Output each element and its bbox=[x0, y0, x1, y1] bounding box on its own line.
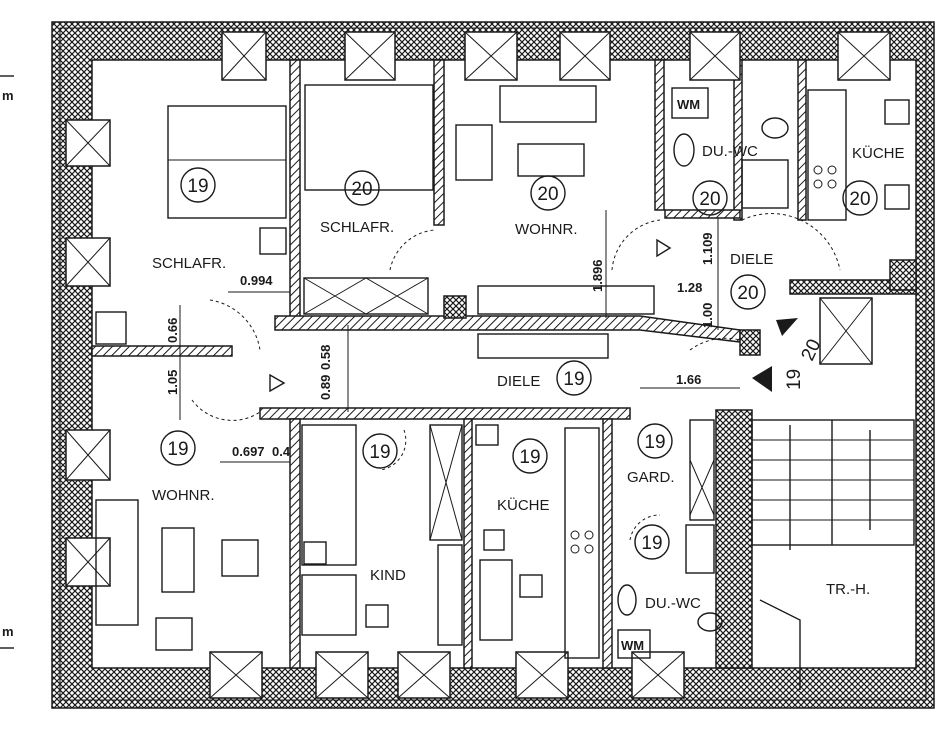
marker-diele-right: 20 bbox=[737, 283, 758, 304]
furniture: WM WM bbox=[95, 84, 910, 659]
windows bbox=[65, 31, 891, 699]
window bbox=[515, 651, 569, 699]
bed bbox=[304, 84, 434, 191]
marker-wohnr-bottom: 19 bbox=[167, 439, 188, 460]
dimension-0-697: 0.697 bbox=[232, 444, 265, 459]
dimension-1-66: 1.66 bbox=[676, 372, 701, 387]
entrance-markers: 20 19 bbox=[752, 318, 825, 392]
door-swings bbox=[191, 213, 841, 541]
window bbox=[65, 429, 111, 481]
entrance-arrow-icon bbox=[752, 366, 772, 392]
margin-mark-bottom: m bbox=[2, 624, 14, 639]
dimension-1-896: 1.896 bbox=[590, 259, 605, 292]
marker-kueche-bottom: 19 bbox=[519, 447, 540, 468]
sink bbox=[697, 612, 723, 632]
window bbox=[65, 237, 111, 287]
dimension-1-05: 1.05 bbox=[165, 370, 180, 395]
marker-kueche-top: 20 bbox=[849, 189, 870, 210]
armchair bbox=[455, 124, 493, 181]
shower bbox=[685, 524, 715, 574]
sofa bbox=[499, 85, 597, 123]
marker-schlafr-mid: 20 bbox=[351, 179, 372, 200]
room-label-wohnr-bottom: WOHNR. bbox=[152, 487, 215, 504]
room-label-schlafr-mid: SCHLAFR. bbox=[320, 219, 394, 236]
room-label-wohnr-top: WOHNR. bbox=[515, 221, 578, 238]
window bbox=[344, 31, 396, 81]
marker-wohnr-top: 20 bbox=[537, 184, 558, 205]
window bbox=[631, 651, 685, 699]
door-arrow-icon bbox=[269, 373, 286, 393]
marker-schlafr-left: 19 bbox=[187, 176, 208, 197]
entrance-arrow-icon bbox=[776, 318, 798, 336]
window bbox=[65, 119, 111, 167]
room-label-schlafr-left: SCHLAFR. bbox=[152, 255, 226, 272]
sink bbox=[761, 117, 789, 139]
window bbox=[559, 31, 611, 81]
dimension-0-4: 0.4 bbox=[272, 444, 291, 459]
room-label-diele-right: DIELE bbox=[730, 251, 773, 268]
dimension-1-28: 1.28 bbox=[677, 280, 702, 295]
window bbox=[221, 31, 267, 81]
window bbox=[65, 537, 111, 587]
dimension-0-66: 0.66 bbox=[165, 318, 180, 343]
toilet bbox=[617, 584, 637, 616]
shower bbox=[741, 159, 789, 209]
margin-marks: m m bbox=[0, 75, 14, 649]
window bbox=[209, 651, 263, 699]
dimension-0-89: 0.89 bbox=[318, 375, 333, 400]
room-label-du-wc-bottom: DU.-WC bbox=[645, 595, 701, 612]
marker-du-wc-top: 20 bbox=[699, 189, 720, 210]
bed bbox=[167, 105, 287, 219]
dimension-0-994: 0.994 bbox=[240, 273, 273, 288]
room-label-du-wc-top: DU.-WC bbox=[702, 143, 758, 160]
sofa bbox=[95, 499, 139, 626]
room-label-kind: KIND bbox=[370, 567, 406, 584]
window bbox=[837, 31, 891, 81]
wardrobe bbox=[429, 424, 463, 541]
toilet bbox=[673, 133, 695, 167]
table bbox=[161, 527, 195, 593]
dining-table bbox=[479, 559, 513, 641]
bed bbox=[301, 424, 357, 566]
window bbox=[315, 651, 369, 699]
room-label-kueche-bottom: KÜCHE bbox=[497, 496, 550, 514]
window bbox=[689, 31, 741, 81]
dimension-lines bbox=[179, 210, 740, 463]
marker-du-wc-bottom: 19 bbox=[641, 533, 662, 554]
staircase bbox=[751, 419, 915, 690]
dimensions: 0.994 0.66 0.58 0.89 1.05 0.697 0.4 1.89… bbox=[165, 232, 715, 459]
kitchen-counter bbox=[564, 427, 600, 659]
room-label-diele-center: DIELE bbox=[497, 373, 540, 390]
washing-machine-label: WM bbox=[621, 638, 644, 653]
dimension-0-58: 0.58 bbox=[318, 345, 333, 370]
interior-walls bbox=[91, 59, 917, 669]
window bbox=[397, 651, 451, 699]
room-label-gard: GARD. bbox=[627, 469, 675, 486]
room-markers: 19 20 20 20 20 20 19 19 19 19 19 19 bbox=[160, 167, 878, 560]
cabinet bbox=[477, 285, 655, 315]
wardrobe bbox=[303, 277, 429, 315]
table bbox=[517, 143, 585, 177]
kitchen-counter bbox=[807, 89, 847, 221]
door-arrow-icon bbox=[656, 238, 672, 258]
wardrobe bbox=[689, 419, 715, 521]
entrance-lower-label: 19 bbox=[784, 369, 805, 390]
marker-gard: 19 bbox=[644, 432, 665, 453]
dimension-1-00: 1.00 bbox=[700, 303, 715, 328]
room-label-treppenhaus: TR.-H. bbox=[826, 581, 870, 598]
window bbox=[464, 31, 518, 81]
marker-kind: 19 bbox=[369, 442, 390, 463]
room-label-kueche-top: KÜCHE bbox=[852, 144, 905, 162]
marker-diele-center: 19 bbox=[563, 369, 584, 390]
margin-mark-top: m bbox=[2, 88, 14, 103]
room-labels: SCHLAFR. SCHLAFR. WOHNR. DU.-WC KÜCHE DI… bbox=[152, 143, 905, 612]
dimension-1-109: 1.109 bbox=[700, 232, 715, 265]
window bbox=[819, 297, 873, 365]
washing-machine-label: WM bbox=[677, 97, 700, 112]
desk bbox=[301, 574, 357, 636]
